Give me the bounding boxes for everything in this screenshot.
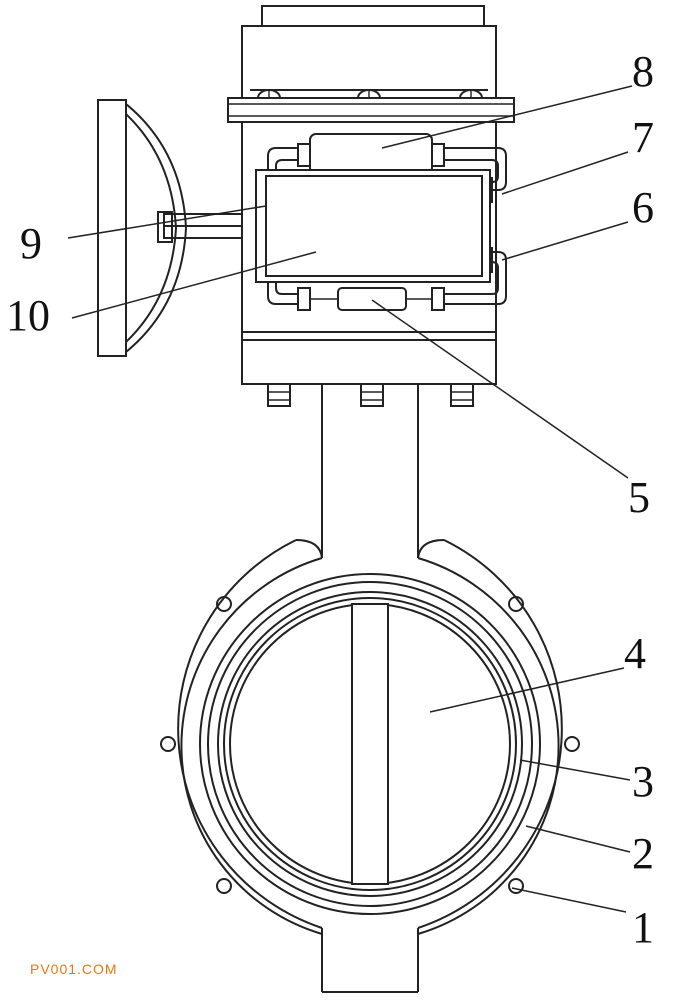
motor-box-part-10 — [255, 169, 491, 283]
leader-10 — [71, 251, 317, 319]
leader-2 — [525, 825, 631, 853]
callout-4: 4 — [624, 629, 646, 678]
leader-8 — [381, 85, 633, 149]
leader-1 — [511, 887, 627, 913]
leader-4 — [429, 667, 625, 713]
pipe-loop-lower — [444, 251, 507, 305]
actuator-lower-collar — [241, 332, 497, 385]
sensor-part-5 — [297, 287, 445, 311]
callout-7: 7 — [632, 113, 654, 162]
disc-part-4 — [229, 603, 511, 885]
leader-6 — [501, 221, 629, 261]
callout-3: 3 — [632, 757, 654, 806]
actuator-flange — [227, 97, 515, 123]
flange-bolt-heads — [257, 89, 483, 99]
callout-5: 5 — [628, 473, 650, 522]
actuator-top-cap — [261, 5, 485, 27]
watermark-text: PV001.COM — [30, 961, 118, 977]
handwheel-shaft-part-9 — [157, 211, 243, 243]
liner-part-3 — [217, 591, 523, 897]
callout-1: 1 — [632, 903, 654, 952]
leader-lines — [67, 85, 633, 913]
valve-body-part-1 — [177, 539, 563, 935]
cylinder-part-8 — [297, 133, 445, 175]
collar-bolt-nuts — [267, 383, 474, 407]
leader-3 — [519, 759, 631, 781]
leader-7 — [501, 151, 629, 195]
flange-bolt-holes — [160, 596, 580, 894]
leader-5 — [371, 299, 629, 479]
callout-2: 2 — [632, 829, 654, 878]
valve-neck — [295, 384, 445, 559]
callout-8: 8 — [632, 47, 654, 96]
callout-9: 9 — [20, 219, 42, 268]
leader-9 — [67, 205, 267, 239]
seat-ring-part-2 — [199, 573, 541, 915]
callout-10: 10 — [6, 291, 50, 340]
callout-6: 6 — [632, 183, 654, 232]
bottom-stub — [321, 928, 419, 993]
callout-labels: 8 7 6 9 10 5 4 3 2 1 — [6, 47, 654, 952]
actuator-upper-housing — [241, 25, 497, 99]
